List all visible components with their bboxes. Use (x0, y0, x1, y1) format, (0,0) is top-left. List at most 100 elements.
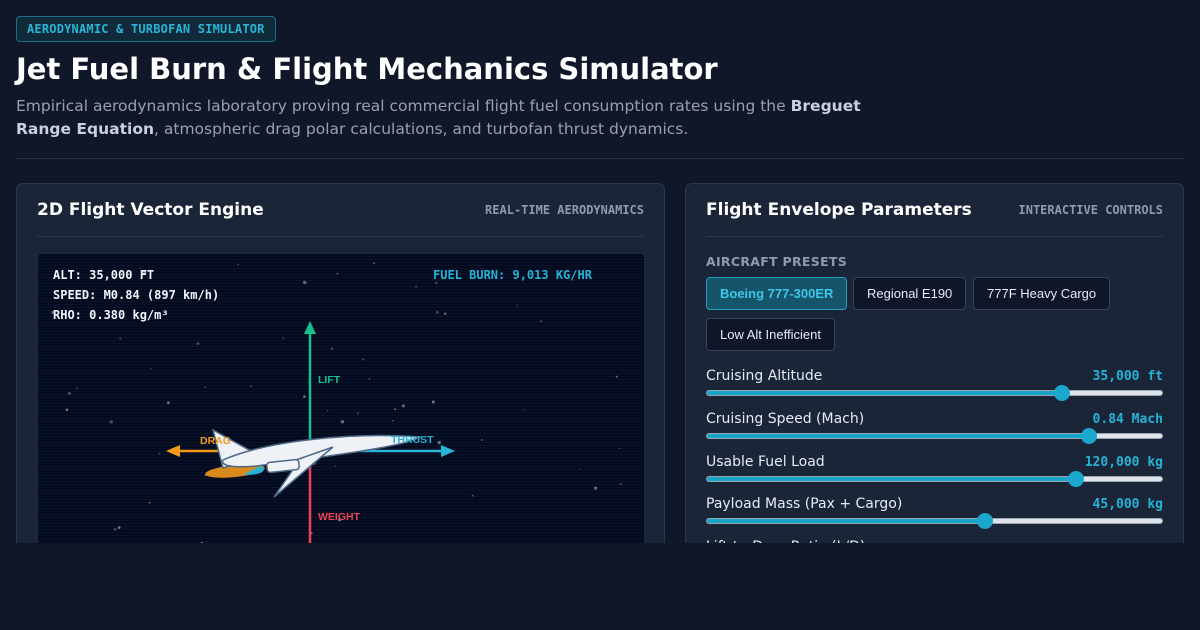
hud-altitude: ALT: 35,000 FT (53, 268, 155, 282)
description-highlight: Breguet Range Equation (16, 97, 861, 138)
star (594, 486, 598, 490)
star (415, 285, 418, 288)
param-payload-mass: Payload Mass (Pax + Cargo) 45,000 kg (706, 496, 1163, 530)
airplane-icon (205, 428, 423, 498)
param-usable-fuel-load: Usable Fuel Load 120,000 kg (706, 454, 1163, 488)
param-label: Usable Fuel Load (706, 454, 825, 470)
viewport-cutoff (0, 543, 1200, 630)
param-cruising-altitude: Cruising Altitude 35,000 ft (706, 368, 1163, 402)
preset-777f-heavy-cargo-button[interactable]: 777F Heavy Cargo (973, 277, 1111, 310)
page-title: Jet Fuel Burn & Flight Mechanics Simulat… (16, 52, 718, 86)
star (540, 320, 543, 323)
lift-label: LIFT (318, 374, 341, 386)
panel-header: 2D Flight Vector Engine REAL-TIME AERODY… (37, 184, 644, 237)
star (401, 404, 405, 408)
star (282, 337, 285, 340)
fuel-load-slider[interactable] (706, 471, 1163, 487)
star (250, 385, 252, 387)
star (65, 408, 69, 412)
star (480, 439, 483, 441)
panel-tag: INTERACTIVE CONTROLS (1018, 203, 1164, 217)
hud-air-density: RHO: 0.380 kg/m³ (53, 308, 169, 322)
star (143, 271, 147, 275)
star (139, 267, 141, 269)
star (516, 304, 518, 307)
star (618, 447, 621, 450)
param-label: Cruising Speed (Mach) (706, 411, 865, 427)
description-text-end: , atmospheric drag polar calculations, a… (154, 120, 689, 138)
star (373, 262, 376, 265)
star (204, 386, 207, 389)
speed-slider[interactable] (706, 428, 1163, 444)
thrust-label: THRUST (391, 434, 434, 446)
preset-low-alt-inefficient-button[interactable]: Low Alt Inefficient (706, 318, 835, 351)
star (327, 410, 329, 412)
star (435, 310, 439, 314)
star (303, 280, 307, 285)
star (109, 420, 113, 424)
slider-thumb[interactable] (1053, 385, 1070, 401)
star (330, 347, 333, 350)
star (68, 392, 71, 395)
param-value: 35,000 ft (1092, 369, 1163, 384)
star (394, 408, 397, 411)
hud-speed: SPEED: M0.84 (897 km/h) (53, 288, 220, 302)
star (471, 494, 474, 497)
page-description: Empirical aerodynamics laboratory provin… (16, 95, 916, 141)
param-label: Cruising Altitude (706, 368, 823, 384)
star (392, 419, 394, 422)
simulator-badge: AERODYNAMIC & TURBOFAN SIMULATOR (16, 16, 276, 42)
star (148, 501, 151, 504)
star (158, 452, 161, 455)
star (435, 281, 438, 285)
star (75, 387, 78, 390)
param-label: Payload Mass (Pax + Cargo) (706, 496, 903, 512)
panel-header: Flight Envelope Parameters INTERACTIVE C… (706, 184, 1163, 237)
star (119, 337, 122, 340)
panel-tag: REAL-TIME AERODYNAMICS (485, 203, 644, 217)
star (523, 409, 526, 411)
preset-boeing-777-300er-button[interactable]: Boeing 777-300ER (706, 277, 848, 310)
lift-arrowhead (304, 321, 316, 334)
star (196, 342, 200, 345)
param-value: 120,000 kg (1084, 455, 1163, 470)
star (357, 412, 359, 415)
flight-scene: LIFT DRAG THRUST WEIGHT (51, 262, 622, 630)
star (579, 468, 581, 470)
param-value: 0.84 Mach (1092, 412, 1163, 427)
star (362, 358, 365, 361)
weight-label: WEIGHT (318, 511, 361, 523)
star (437, 440, 441, 445)
altitude-slider[interactable] (706, 385, 1163, 401)
param-value: 45,000 kg (1092, 497, 1163, 512)
star (336, 272, 339, 275)
slider-thumb[interactable] (1081, 428, 1098, 444)
star (340, 420, 345, 424)
drag-arrowhead (166, 445, 180, 457)
star (443, 312, 447, 315)
presets-label: AIRCRAFT PRESETS (706, 254, 848, 269)
star (237, 263, 239, 266)
star (303, 395, 306, 398)
star (117, 526, 121, 529)
star (113, 527, 117, 532)
panel-title: Flight Envelope Parameters (706, 200, 972, 220)
star (368, 378, 371, 380)
star (431, 400, 435, 404)
star (334, 465, 336, 467)
payload-slider[interactable] (706, 513, 1163, 529)
slider-thumb[interactable] (976, 513, 993, 529)
star (150, 368, 152, 370)
star (615, 375, 618, 378)
header-divider (16, 158, 1184, 159)
panel-title: 2D Flight Vector Engine (37, 200, 264, 220)
preset-regional-e190-button[interactable]: Regional E190 (853, 277, 967, 310)
thrust-arrowhead (441, 445, 455, 457)
star (166, 401, 170, 405)
star (51, 310, 55, 314)
star (338, 518, 342, 522)
drag-label: DRAG (200, 435, 231, 447)
description-text: Empirical aerodynamics laboratory provin… (16, 97, 791, 115)
slider-thumb[interactable] (1067, 471, 1084, 487)
hud-fuel-burn: FUEL BURN: 9,013 KG/HR (433, 268, 592, 282)
